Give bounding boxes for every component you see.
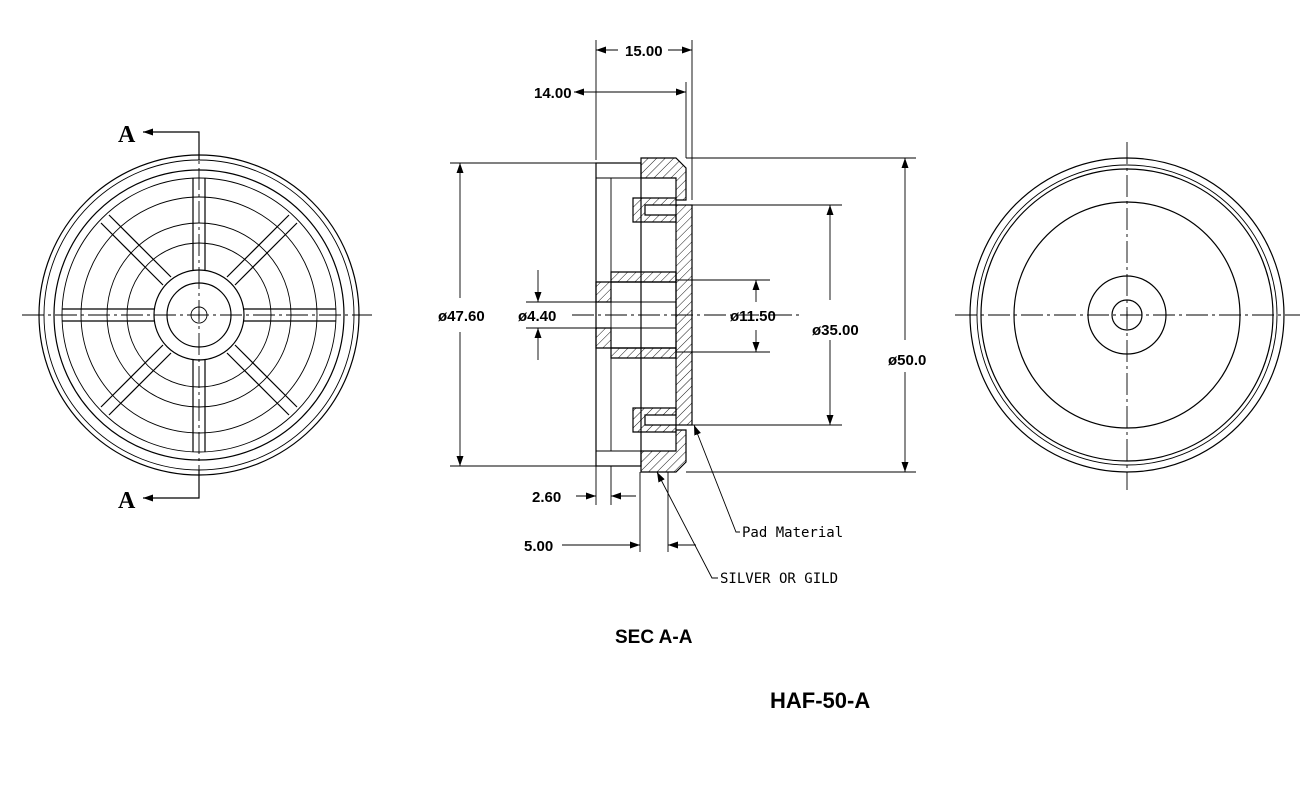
dim-outer-diameter: ø50.0: [888, 352, 926, 369]
rear-view: [955, 142, 1300, 490]
dim-hub-depth: 5.00: [524, 538, 553, 555]
dim-pad-diameter: ø35.00: [812, 322, 859, 339]
section-marker-top: A: [118, 122, 136, 148]
front-view: A A: [22, 122, 372, 514]
dim-wall-thickness: 2.60: [532, 489, 561, 506]
dim-bore-diameter: ø4.40: [518, 308, 556, 325]
note-plating: SILVER OR GILD: [720, 571, 838, 587]
dim-body-width: 14.00: [534, 85, 572, 102]
note-pad-material: Pad Material: [742, 525, 843, 541]
dim-hub-diameter: ø11.50: [730, 308, 776, 325]
dim-inner-diameter: ø47.60: [438, 308, 485, 325]
section-view: 15.00 14.00 ø47.60 ø4.40 ø11.50 ø35.00: [438, 40, 926, 648]
part-number: HAF-50-A: [770, 688, 870, 713]
section-marker-bottom: A: [118, 488, 136, 514]
dim-overall-width: 15.00: [625, 43, 663, 60]
section-title: SEC A-A: [615, 627, 693, 648]
